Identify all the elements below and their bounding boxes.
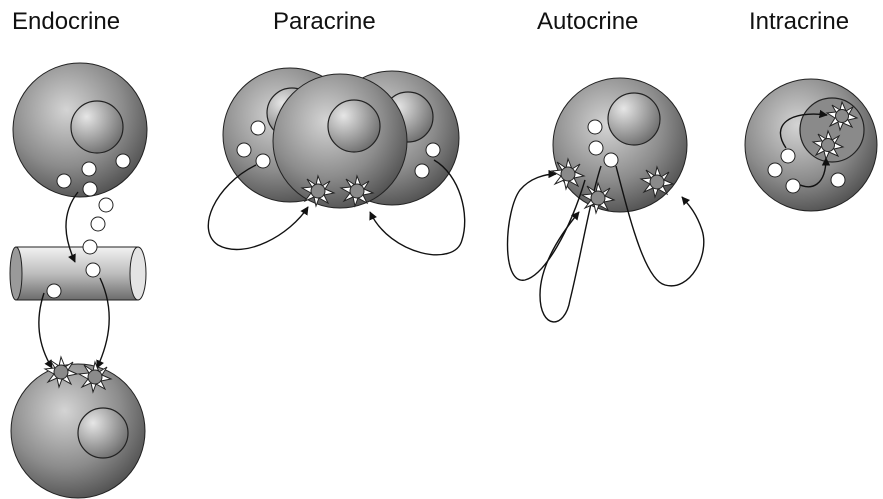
ligand (83, 240, 97, 254)
ligand (86, 263, 100, 277)
ligand (426, 143, 440, 157)
ligand (604, 153, 618, 167)
ligand (237, 143, 251, 157)
ligand (47, 284, 61, 298)
autocrine-panel (508, 78, 704, 322)
ligand (251, 121, 265, 135)
endocrine-panel (10, 63, 147, 498)
ligand (588, 120, 602, 134)
ligand (415, 164, 429, 178)
endocrine-source-nucleus (71, 101, 123, 153)
autocrine-nucleus (608, 93, 660, 145)
paracrine-panel (208, 68, 464, 255)
ligand (768, 163, 782, 177)
ligand (256, 154, 270, 168)
intracrine-panel (745, 79, 877, 211)
ligand (589, 141, 603, 155)
ligand (82, 162, 96, 176)
endocrine-arrow-left (39, 293, 52, 368)
ligand (99, 198, 113, 212)
ligand (91, 217, 105, 231)
ligand (831, 173, 845, 187)
ligand (116, 154, 130, 168)
blood-vessel (10, 247, 146, 300)
ligand (57, 174, 71, 188)
paracrine-center-nucleus (328, 100, 380, 152)
ligand (786, 179, 800, 193)
endocrine-target-nucleus (78, 408, 128, 458)
ligand (781, 149, 795, 163)
ligand (83, 182, 97, 196)
